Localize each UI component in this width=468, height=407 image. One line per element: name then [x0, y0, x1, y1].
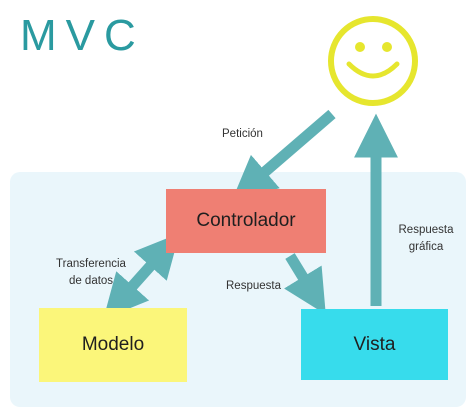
label-respuesta-grafica-line1: Respuesta	[398, 224, 454, 236]
label-transferencia-line1: Transferencia	[56, 258, 126, 270]
arrow-peticion	[232, 109, 336, 201]
label-transferencia-datos: Transferencia de datos	[50, 256, 132, 289]
label-respuesta: Respuesta	[226, 280, 281, 292]
label-peticion: Petición	[222, 128, 263, 140]
node-modelo-label: Modelo	[81, 334, 145, 355]
diagram-title: MVC	[20, 11, 145, 60]
label-respuesta-grafica-line2: gráfica	[408, 240, 444, 253]
node-controlador-label: Controlador	[196, 210, 296, 231]
label-transferencia-line2: de datos	[68, 274, 114, 287]
node-vista: Vista	[301, 309, 448, 380]
arrow-respuesta	[284, 253, 326, 315]
node-modelo: Modelo	[39, 308, 187, 382]
node-controlador: Controlador	[166, 189, 326, 253]
node-vista-label: Vista	[353, 333, 396, 355]
arrow-transferencia-datos	[103, 233, 180, 319]
label-respuesta-grafica: Respuesta gráfica	[390, 222, 462, 255]
smiley-face-icon	[328, 16, 418, 106]
